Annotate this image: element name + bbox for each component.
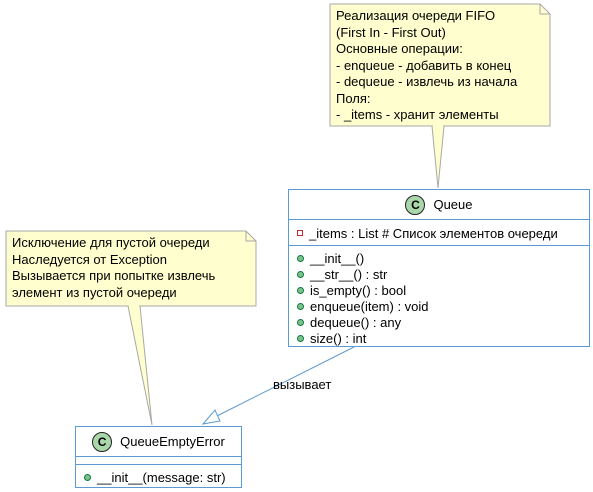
note-line: Реализация очереди FIFO <box>336 8 496 23</box>
public-method-icon <box>297 334 304 342</box>
class-header: C QueueEmptyError <box>76 427 241 457</box>
public-method-icon <box>297 286 304 294</box>
method-text: __init__(message: str) <box>97 469 226 485</box>
public-method-icon <box>297 318 304 326</box>
relation-line <box>212 346 355 419</box>
error-note-tail <box>127 305 153 426</box>
method-row: size() : int <box>289 330 589 346</box>
class-header: C Queue <box>289 190 589 220</box>
private-field-icon <box>297 230 303 236</box>
queue-note: Реализация очереди FIFO (First In - Firs… <box>330 4 550 126</box>
note-line: Поля: <box>336 90 371 106</box>
note-line: - enqueue - добавить в конец <box>336 57 512 73</box>
queue-note-fold <box>539 4 550 15</box>
relation-label: вызывает <box>273 377 332 392</box>
class-name: QueueEmptyError <box>120 434 225 449</box>
method-text: size() : int <box>310 330 367 346</box>
class-icon: C <box>405 194 426 215</box>
note-line: Основные операции: <box>336 41 463 56</box>
public-method-icon <box>297 254 304 262</box>
fields-section: _items : List # Список элементов очереди <box>289 220 589 246</box>
methods-section: __init__() __str__() : str is_empty() : … <box>289 246 589 346</box>
method-row: dequeue() : any <box>289 314 589 330</box>
method-row: __init__() <box>289 250 589 266</box>
queue-note-tail <box>431 125 445 189</box>
method-text: dequeue() : any <box>310 314 402 330</box>
method-row: __str__() : str <box>289 266 589 282</box>
field-text: _items : List # Список элементов очереди <box>309 225 558 241</box>
queue-empty-error-class[interactable]: C QueueEmptyError __init__(message: str) <box>75 426 242 488</box>
public-method-icon <box>297 270 304 278</box>
note-line: Исключение для пустой очереди <box>12 235 210 250</box>
method-row: is_empty() : bool <box>289 282 589 298</box>
note-line: (First In - First Out) <box>336 24 446 40</box>
method-text: is_empty() : bool <box>310 282 407 298</box>
class-name: Queue <box>433 197 473 212</box>
note-line: Наследуется от Exception <box>12 251 167 267</box>
queue-class[interactable]: C Queue _items : List # Список элементов… <box>288 189 590 347</box>
note-line: - dequeue - извлечь из начала <box>336 74 518 89</box>
fields-section <box>76 457 241 465</box>
public-method-icon <box>84 473 91 481</box>
field-row: _items : List # Список элементов очереди <box>289 225 589 241</box>
error-note: Исключение для пустой очереди Наследуетс… <box>6 231 256 306</box>
relation-arrowhead <box>201 409 221 425</box>
method-row: __init__(message: str) <box>76 469 241 485</box>
method-text: enqueue(item) : void <box>310 298 429 314</box>
methods-section: __init__(message: str) <box>76 465 241 485</box>
class-icon: C <box>92 431 113 452</box>
method-text: __init__() <box>310 250 365 266</box>
method-text: __str__() : str <box>310 266 388 282</box>
note-line: элемент из пустой очереди <box>12 284 177 300</box>
note-line: Вызывается при попытке извлечь <box>12 268 216 283</box>
error-note-fold <box>245 231 256 242</box>
method-row: enqueue(item) : void <box>289 298 589 314</box>
note-line: - _items - хранит элементы <box>336 107 499 122</box>
error-note-outline <box>5 230 257 307</box>
queue-note-outline <box>329 3 551 127</box>
public-method-icon <box>297 302 304 310</box>
